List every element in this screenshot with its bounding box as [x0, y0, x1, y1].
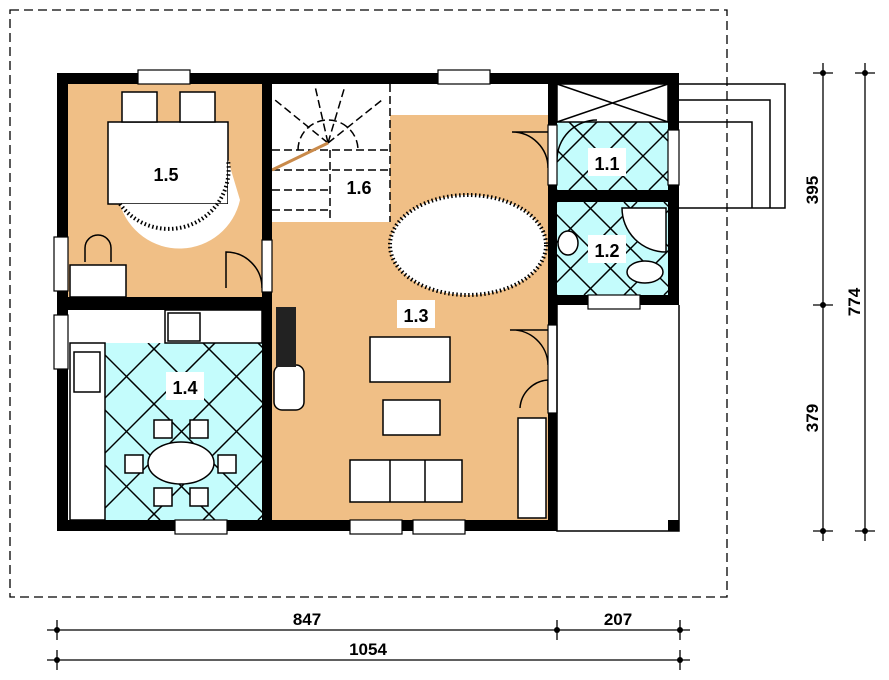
room-label-1-5: 1.5 — [153, 165, 178, 185]
coffee-table — [382, 399, 441, 436]
rug — [118, 159, 231, 231]
tile-line — [648, 169, 668, 190]
tile-line — [105, 463, 161, 520]
terrace — [556, 305, 680, 532]
room-label-1-3: 1.3 — [403, 306, 428, 326]
room-labels: 1.1 1.2 1.3 1.4 1.5 1.6 — [153, 148, 626, 400]
desk — [69, 264, 127, 298]
tile-line — [648, 122, 668, 143]
dim-right-lower: 379 — [803, 404, 822, 432]
tile-line — [689, 122, 757, 190]
windows — [53, 69, 680, 535]
stove — [167, 312, 201, 342]
pillow — [121, 91, 158, 123]
room-1-4-tiles — [105, 343, 262, 520]
staircase — [272, 84, 391, 222]
kitchen-appliance — [276, 307, 296, 367]
tile-line — [557, 202, 598, 244]
washbasin — [557, 230, 579, 256]
living-rug — [388, 193, 548, 297]
tile-line — [608, 129, 668, 190]
tile-line — [729, 122, 797, 190]
sofa — [349, 459, 463, 503]
room-label-1-2: 1.2 — [594, 241, 619, 261]
fireplace — [273, 364, 305, 411]
armchair-sofa — [369, 336, 451, 383]
tile-line — [105, 349, 262, 510]
tile-line — [202, 459, 262, 520]
tile-line — [557, 122, 598, 164]
room-label-1-1: 1.1 — [594, 154, 619, 174]
tv-unit — [517, 417, 547, 519]
chair — [84, 234, 112, 262]
tile-line — [557, 253, 598, 295]
pillow — [179, 91, 216, 123]
doors — [225, 119, 598, 410]
sink — [73, 351, 101, 393]
tile-line — [202, 343, 262, 404]
room-1-6-stairs — [272, 84, 390, 222]
dining-table — [147, 441, 215, 485]
tile-line — [147, 404, 262, 520]
dim-bottom-total: 1054 — [349, 640, 387, 659]
dining-chairs — [124, 419, 237, 507]
dim-right-upper: 395 — [803, 176, 822, 204]
tile-line — [704, 202, 797, 295]
tile-line — [105, 343, 161, 400]
room-label-1-6: 1.6 — [346, 178, 371, 198]
shower — [621, 207, 667, 253]
room-label-1-4: 1.4 — [172, 378, 197, 398]
plot-boundary — [9, 9, 728, 598]
bed — [107, 121, 229, 205]
dim-bottom-side: 207 — [604, 610, 632, 629]
dim-right-total: 774 — [845, 287, 864, 316]
toilet — [626, 260, 664, 284]
tile-line — [729, 122, 797, 190]
tile-line — [689, 122, 757, 190]
dim-bottom-main: 847 — [293, 610, 321, 629]
balcony-outline — [679, 83, 786, 209]
tile-line — [704, 202, 797, 295]
